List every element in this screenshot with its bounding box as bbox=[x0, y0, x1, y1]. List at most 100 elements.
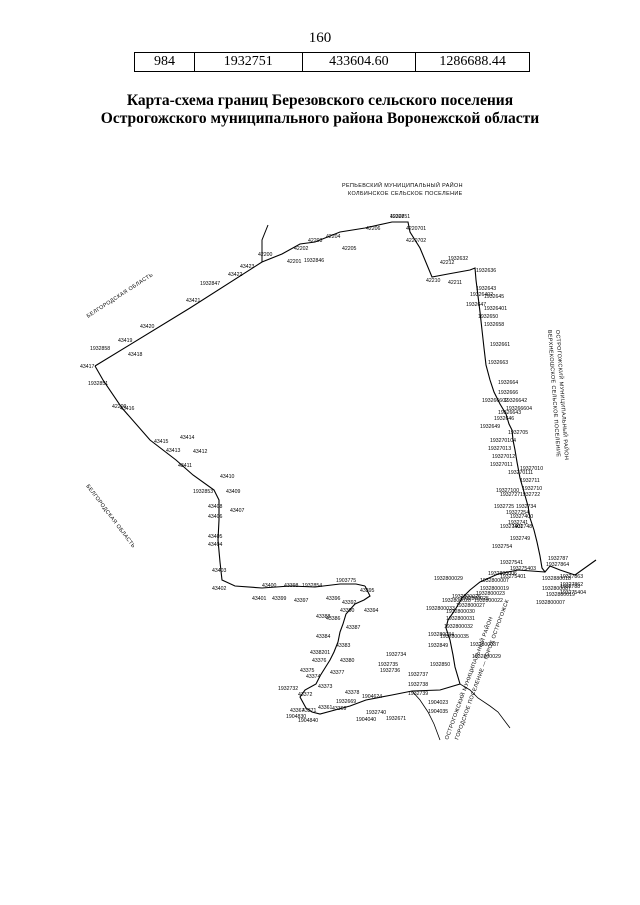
boundary-point-label: 42204 bbox=[326, 234, 341, 240]
boundary-point-label: 193280034 bbox=[428, 632, 454, 638]
boundary-point-label: 43361 bbox=[318, 705, 333, 711]
boundary-point-label: 1932800027 bbox=[456, 603, 485, 609]
neighbor-label-north-2: КОЛБИНСКОЕ СЕЛЬСКОЕ ПОСЕЛЕНИЕ bbox=[348, 191, 463, 197]
boundary-point-label: 1932800035 bbox=[440, 634, 469, 640]
boundary-point-label: 1932800019 bbox=[480, 586, 509, 592]
boundary-point-label: 43409 bbox=[226, 489, 241, 495]
boundary-point-label: 19326643 bbox=[498, 410, 521, 416]
table-cell: 433604.60 bbox=[301, 52, 417, 72]
boundary-point-label: 43412 bbox=[193, 449, 208, 455]
boundary-point-label: 43375 bbox=[300, 668, 315, 674]
boundary-point-label: 43386 bbox=[326, 616, 341, 622]
table-cell: 1932751 bbox=[194, 52, 303, 72]
boundary-point-label: 43372 bbox=[298, 692, 313, 698]
boundary-point-label: 43411 bbox=[178, 463, 192, 469]
boundary-point-label: 43400 bbox=[262, 583, 277, 589]
page-number: 160 bbox=[308, 30, 332, 46]
boundary-point-label: 43397 bbox=[294, 598, 309, 604]
boundary-point-label: 1932650 bbox=[478, 314, 498, 320]
boundary-point-label: 1932645 bbox=[484, 294, 504, 300]
boundary-point-label: 193266604 bbox=[506, 406, 532, 412]
boundary-point-label: 1932800007 bbox=[536, 600, 565, 606]
boundary-point-label: 1932800029 bbox=[472, 654, 501, 660]
boundary-point-label: 43403 bbox=[212, 568, 227, 574]
table-cell: 1286688.44 bbox=[415, 52, 530, 72]
boundary-point-label: 1932800007 bbox=[480, 578, 509, 584]
boundary-point-label: 1932636 bbox=[476, 268, 496, 274]
boundary-point-label: 1932664 bbox=[498, 380, 518, 386]
boundary-point-label: 19327254 bbox=[506, 510, 529, 516]
boundary-point-label: 1932732 bbox=[278, 686, 298, 692]
boundary-point-label: 1904830 bbox=[286, 714, 306, 720]
boundary-point-label: 43396 bbox=[326, 596, 341, 602]
boundary-point-label: 193270104 bbox=[490, 438, 516, 444]
boundary-point-label: 43378 bbox=[345, 690, 360, 696]
boundary-point-label: 42206 bbox=[366, 226, 381, 232]
settlement-boundary-line bbox=[94, 365, 366, 589]
boundary-point-label: 1932632 bbox=[448, 256, 468, 262]
boundary-point-label: 1932734 bbox=[386, 652, 406, 658]
boundary-point-label: 1904035 bbox=[428, 709, 448, 715]
boundary-point-label: 43380 bbox=[340, 658, 355, 664]
boundary-point-label: 1932800031 bbox=[446, 616, 475, 622]
boundary-point-label: 1932669 bbox=[336, 699, 356, 705]
boundary-point-label: 43407 bbox=[230, 508, 245, 514]
boundary-point-label: 1932858 bbox=[90, 346, 110, 352]
boundary-point-label: 43413 bbox=[166, 448, 181, 454]
boundary-point-label: 4220702 bbox=[406, 238, 426, 244]
boundary-point-label: 42201 bbox=[287, 259, 302, 265]
boundary-point-label: 1932646 bbox=[494, 416, 514, 422]
boundary-point-label: 19327401 bbox=[500, 524, 523, 530]
boundary-point-label: 19326642 bbox=[504, 398, 527, 404]
boundary-point-label: 1932800037 bbox=[470, 642, 499, 648]
boundary-point-label: 1932800022 bbox=[474, 598, 503, 604]
boundary-point-label: 1932749 bbox=[510, 536, 530, 542]
boundary-point-label: 43399 bbox=[272, 596, 287, 602]
boundary-point-label: 43376 bbox=[312, 658, 327, 664]
boundary-point-label: 1932849 bbox=[428, 643, 448, 649]
settlement-boundary-line bbox=[299, 569, 546, 715]
boundary-point-label: 1903775 bbox=[336, 578, 356, 584]
boundary-point-label: 42210 bbox=[426, 278, 441, 284]
boundary-point-label: 1904023 bbox=[428, 700, 448, 706]
boundary-point-label: 1932738 bbox=[408, 682, 428, 688]
boundary-point-label: 42200 bbox=[258, 252, 273, 258]
neighbor-label-southwest: БЕЛГОРОДСКАЯ ОБЛАСТЬ bbox=[84, 484, 136, 550]
boundary-point-label: 1932800025 bbox=[460, 596, 489, 602]
boundary-point-label: 43423 bbox=[240, 264, 255, 270]
boundary-point-label: 1932847 bbox=[200, 281, 220, 287]
boundary-point-label: 193275404 bbox=[560, 590, 586, 596]
boundary-point-label: 43395 bbox=[360, 588, 375, 594]
boundary-point-label: 1932666 bbox=[498, 390, 518, 396]
boundary-point-label: 1932880018 bbox=[542, 576, 571, 582]
boundary-point-label: 43387 bbox=[346, 625, 361, 631]
boundary-point-label: 42212 bbox=[440, 260, 455, 266]
boundary-point-label: 43418 bbox=[128, 352, 143, 358]
boundary-point-label: 19327541 bbox=[500, 560, 523, 566]
boundary-point-label: 43416 bbox=[120, 406, 135, 412]
boundary-point-label: 1932722 bbox=[520, 492, 540, 498]
boundary-point-label: 1932736 bbox=[380, 668, 400, 674]
boundary-point-label: 43410 bbox=[220, 474, 235, 480]
boundary-point-label: 43369 bbox=[332, 706, 347, 712]
boundary-point-label: 1932737 bbox=[408, 672, 428, 678]
boundary-point-label: 1932800028 bbox=[442, 598, 471, 604]
boundary-point-label: 42205 bbox=[342, 246, 357, 252]
boundary-point-label: 43367 bbox=[290, 708, 305, 714]
boundary-point-label: 43392 bbox=[342, 600, 357, 606]
boundary-point-label: 19327011 bbox=[490, 462, 513, 468]
boundary-point-label: 43401 bbox=[252, 596, 267, 602]
boundary-point-label: 19327864 bbox=[546, 562, 569, 568]
neighbor-label-northwest: БЕЛГОРОДСКАЯ ОБЛАСТЬ bbox=[86, 272, 155, 320]
boundary-point-label: 42202 bbox=[294, 246, 309, 252]
boundary-point-label: 43405 bbox=[208, 534, 223, 540]
boundary-point-label: 1932800006 bbox=[488, 571, 517, 577]
boundary-point-label: 193275403 bbox=[510, 566, 536, 572]
coordinates-table: 984 1932751 433604.60 1286688.44 bbox=[133, 52, 530, 72]
boundary-point-label: 1932851 bbox=[390, 214, 410, 220]
boundary-point-label: 1932800087 bbox=[542, 586, 571, 592]
boundary-point-label: 1932705 bbox=[508, 430, 528, 436]
boundary-point-label: 1932800030 bbox=[446, 609, 475, 615]
boundary-point-label: 193275401 bbox=[500, 574, 526, 580]
neighbor-label-north-1: РЕПЬЕВСКИЙ МУНИЦИПАЛЬНЫЙ РАЙОН bbox=[342, 181, 463, 189]
